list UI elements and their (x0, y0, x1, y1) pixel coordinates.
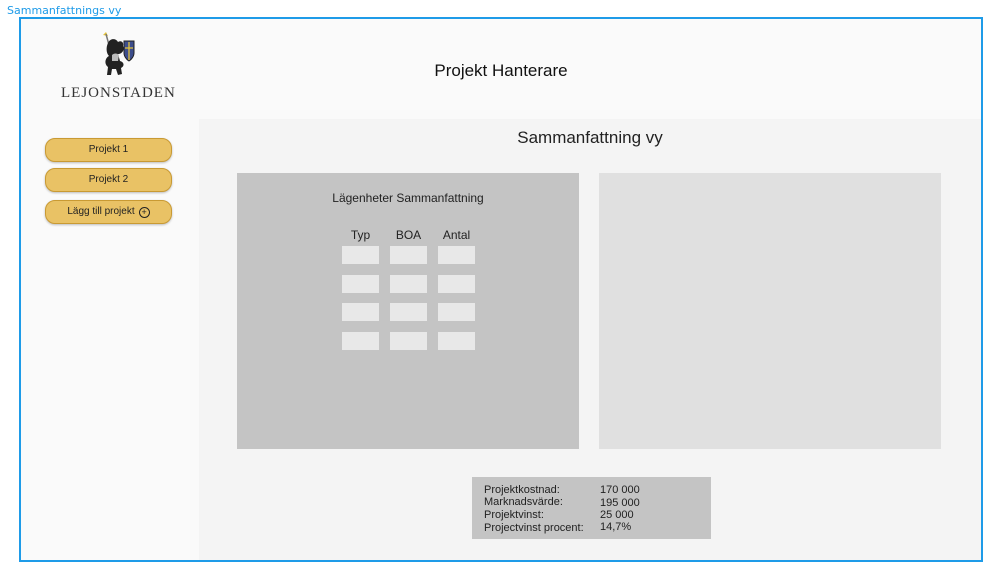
sidebar: Projekt 1 Projekt 2 Lägg till projekt+ (21, 119, 199, 560)
column-header-antal: Antal (442, 228, 471, 242)
sidebar-item-projekt-2[interactable]: Projekt 2 (45, 168, 172, 192)
cell-boa-4[interactable] (390, 332, 427, 350)
stat-value-marknadsvarde: 195 000 (600, 497, 640, 509)
stat-label-marknadsvarde: Marknadsvärde: (484, 496, 563, 508)
cell-antal-4[interactable] (438, 332, 475, 350)
cell-antal-2[interactable] (438, 275, 475, 293)
column-header-typ: Typ (350, 228, 371, 242)
add-project-label: Lägg till projekt (67, 206, 135, 217)
logo: LEJONSTADEN (61, 31, 176, 111)
panel-title: Lägenheter Sammanfattning (332, 191, 484, 205)
cell-typ-1[interactable] (342, 246, 379, 264)
sidebar-item-projekt-1[interactable]: Projekt 1 (45, 138, 172, 162)
cell-boa-1[interactable] (390, 246, 427, 264)
placeholder-panel (599, 173, 941, 449)
frame-label: Sammanfattnings vy (7, 4, 122, 17)
cell-typ-4[interactable] (342, 332, 379, 350)
stat-label-projektvinst: Projektvinst: (484, 509, 544, 521)
logo-text: LEJONSTADEN (61, 85, 176, 101)
app-window: LEJONSTADEN Projekt Hanterare Projekt 1 … (19, 17, 983, 562)
cell-antal-3[interactable] (438, 303, 475, 321)
app-title: Projekt Hanterare (434, 61, 568, 80)
stat-value-projektvinst: 25 000 (600, 509, 634, 521)
cell-typ-2[interactable] (342, 275, 379, 293)
cell-boa-2[interactable] (390, 275, 427, 293)
lion-crest-icon (103, 32, 135, 75)
page-title: Sammanfattning vy (517, 128, 663, 147)
cell-antal-1[interactable] (438, 246, 475, 264)
sidebar-item-label: Projekt 2 (88, 174, 129, 185)
stat-value-vinst-procent: 14,7% (600, 521, 632, 533)
cell-typ-3[interactable] (342, 303, 379, 321)
sidebar-item-label: Projekt 1 (88, 144, 129, 155)
column-header-boa: BOA (395, 228, 422, 242)
stat-label-vinst-procent: Projectvinst procent: (484, 522, 584, 534)
project-stats-box: Projektkostnad: 170 000 Marknadsvärde: 1… (472, 477, 711, 539)
cell-boa-3[interactable] (390, 303, 427, 321)
main-content: Sammanfattning vy Lägenheter Sammanfattn… (199, 119, 981, 560)
plus-circle-icon: + (138, 207, 150, 218)
add-project-button[interactable]: Lägg till projekt+ (45, 200, 172, 224)
stat-value-projektkostnad: 170 000 (600, 484, 640, 496)
apartments-summary-panel: Lägenheter Sammanfattning Typ BOA Antal (237, 173, 579, 449)
header: LEJONSTADEN Projekt Hanterare (21, 19, 981, 119)
stat-label-projektkostnad: Projektkostnad: (484, 484, 560, 496)
